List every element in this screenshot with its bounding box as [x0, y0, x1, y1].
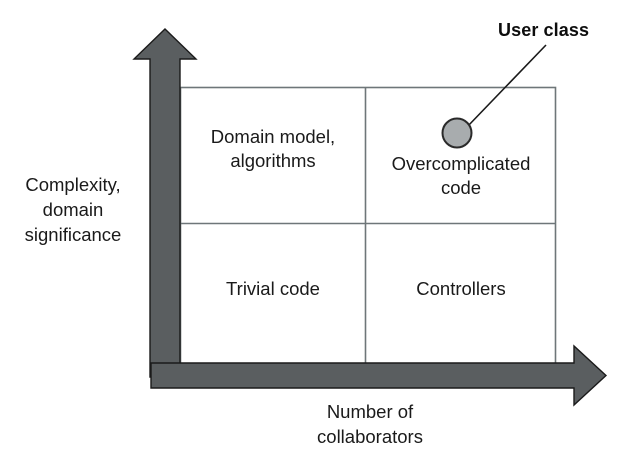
x-axis-label: Number of collaborators — [317, 401, 423, 447]
quadrant-label-bottom-right: Controllers — [416, 278, 506, 299]
y-axis-label: Complexity, domain significance — [24, 174, 122, 245]
user-class-leader-line — [466, 44, 547, 128]
quadrant-label-top-left: Domain model, algorithms — [210, 126, 336, 171]
quadrant-label-bottom-left: Trivial code — [226, 278, 320, 299]
x-axis-arrow — [150, 344, 608, 407]
quadrant-grid — [179, 86, 557, 365]
quadrant-grid-outline — [179, 86, 557, 365]
user-class-callout-label: User class — [498, 20, 590, 40]
quadrant-label-top-right: Overcomplicated code — [391, 153, 531, 198]
user-class-marker-icon[interactable] — [441, 117, 473, 149]
